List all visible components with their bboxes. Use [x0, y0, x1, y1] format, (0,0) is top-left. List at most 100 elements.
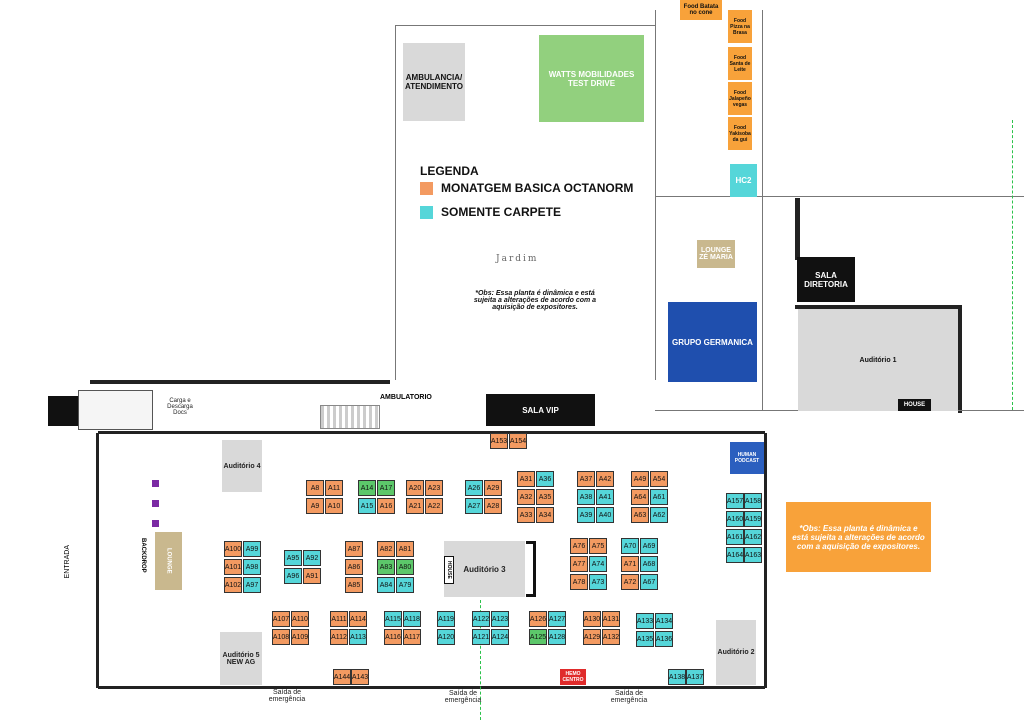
booth-a40: A40 — [596, 507, 614, 523]
booth-a163: A163 — [744, 547, 762, 563]
jardim-east-wall — [655, 10, 656, 380]
right-note: *Obs: Essa planta é dinâmica e está suje… — [786, 502, 931, 572]
saida-emergencia-1: Saída de emergência — [268, 689, 306, 703]
hall-west-wall — [96, 433, 99, 688]
booth-a115: A115 — [384, 611, 402, 627]
auditorio-3: Auditório 3 — [444, 541, 525, 597]
booth-a26: A26 — [465, 480, 483, 496]
booth-a128: A128 — [548, 629, 566, 645]
booth-a130: A130 — [583, 611, 601, 627]
booth-a72: A72 — [621, 574, 639, 590]
dashed-line-south — [480, 600, 481, 720]
center-note: *Obs: Essa planta é dinâmica e está suje… — [473, 290, 597, 311]
booth-a154: A154 — [509, 433, 527, 449]
hall-east-wall — [764, 433, 767, 688]
booth-a31: A31 — [517, 471, 535, 487]
booth-a80: A80 — [396, 559, 414, 575]
north-wall-left — [90, 380, 390, 384]
booth-a41: A41 — [596, 489, 614, 505]
booth-a85: A85 — [345, 577, 363, 593]
booth-a86: A86 — [345, 559, 363, 575]
booth-a20: A20 — [406, 480, 424, 496]
booth-a92: A92 — [303, 550, 321, 566]
booth-a124: A124 — [491, 629, 509, 645]
booth-a74: A74 — [589, 556, 607, 572]
auditorio1-top-wall — [795, 305, 960, 309]
booth-a125: A125 — [529, 629, 547, 645]
saida-emergencia-2: Saída de emergência — [444, 690, 482, 704]
booth-a114: A114 — [349, 611, 367, 627]
booth-a100: A100 — [224, 541, 242, 557]
booth-a109: A109 — [291, 629, 309, 645]
booth-a75: A75 — [589, 538, 607, 554]
east-corridor-wall — [655, 196, 1024, 197]
booth-a113: A113 — [349, 629, 367, 645]
sala-vip: SALA VIP — [486, 394, 595, 426]
legend-orange-swatch — [420, 182, 433, 195]
booth-a42: A42 — [596, 471, 614, 487]
booth-a83: A83 — [377, 559, 395, 575]
booth-a49: A49 — [631, 471, 649, 487]
booth-a107: A107 — [272, 611, 290, 627]
booth-a36: A36 — [536, 471, 554, 487]
booth-a62: A62 — [650, 507, 668, 523]
booth-a84: A84 — [377, 577, 395, 593]
food-jalapeno: Food Jalapeño vegas — [728, 82, 752, 115]
booth-a28: A28 — [484, 498, 502, 514]
booth-a157: A157 — [726, 493, 744, 509]
booth-a132: A132 — [602, 629, 620, 645]
food-yakisoba: Food Yakisoba da gui — [728, 117, 752, 150]
booth-a108: A108 — [272, 629, 290, 645]
booth-a35: A35 — [536, 489, 554, 505]
booth-a37: A37 — [577, 471, 595, 487]
booth-a138: A138 — [668, 669, 686, 685]
entrada-label: ENTRADA — [64, 545, 71, 579]
backdrop-label: BACKDROP — [140, 538, 146, 573]
marker-purple — [152, 520, 159, 527]
food-batata: Food Batata no cone — [680, 0, 722, 20]
booth-a161: A161 — [726, 529, 744, 545]
ambulatorio-label: AMBULATORIO — [380, 394, 432, 401]
booth-a39: A39 — [577, 507, 595, 523]
human-podcast: HUMAN PODCAST — [730, 442, 764, 474]
marker-purple — [152, 480, 159, 487]
jardim-label: Jardim — [496, 254, 539, 264]
booth-a67: A67 — [640, 574, 658, 590]
booth-a133: A133 — [636, 613, 654, 629]
legend-orange-label: MONATGEM BASICA OCTANORM — [441, 181, 634, 195]
jardim-north-wall — [395, 25, 655, 26]
booth-a134: A134 — [655, 613, 673, 629]
booth-a112: A112 — [330, 629, 348, 645]
booth-a70: A70 — [621, 538, 639, 554]
booth-a22: A22 — [425, 498, 443, 514]
booth-a38: A38 — [577, 489, 595, 505]
ambulancia-area: AMBULANCIA/ ATENDIMENTO — [403, 43, 465, 121]
auditorio-2: Auditório 2 — [716, 620, 756, 685]
booth-a98: A98 — [243, 559, 261, 575]
booth-a34: A34 — [536, 507, 554, 523]
booth-a97: A97 — [243, 577, 261, 593]
booth-a164: A164 — [726, 547, 744, 563]
booth-a91: A91 — [303, 568, 321, 584]
legend-cyan-swatch — [420, 206, 433, 219]
booth-a23: A23 — [425, 480, 443, 496]
hc2-booth: HC2 — [730, 164, 757, 197]
booth-a64: A64 — [631, 489, 649, 505]
booth-a96: A96 — [284, 568, 302, 584]
auditorio-4: Auditório 4 — [222, 440, 262, 492]
booth-a11: A11 — [325, 480, 343, 496]
east-building-wall — [762, 10, 763, 410]
booth-a77: A77 — [570, 556, 588, 572]
booth-a118: A118 — [403, 611, 421, 627]
auditorio1-right-wall — [958, 305, 962, 413]
booth-a143: A143 — [351, 669, 369, 685]
hall-south-wall — [98, 686, 765, 689]
booth-a158: A158 — [744, 493, 762, 509]
booth-a99: A99 — [243, 541, 261, 557]
booth-a102: A102 — [224, 577, 242, 593]
booth-a29: A29 — [484, 480, 502, 496]
legend-title: LEGENDA — [420, 164, 479, 178]
booth-a8: A8 — [306, 480, 324, 496]
booth-a117: A117 — [403, 629, 421, 645]
auditorio-5: Auditório 5 NEW AG — [220, 632, 262, 685]
